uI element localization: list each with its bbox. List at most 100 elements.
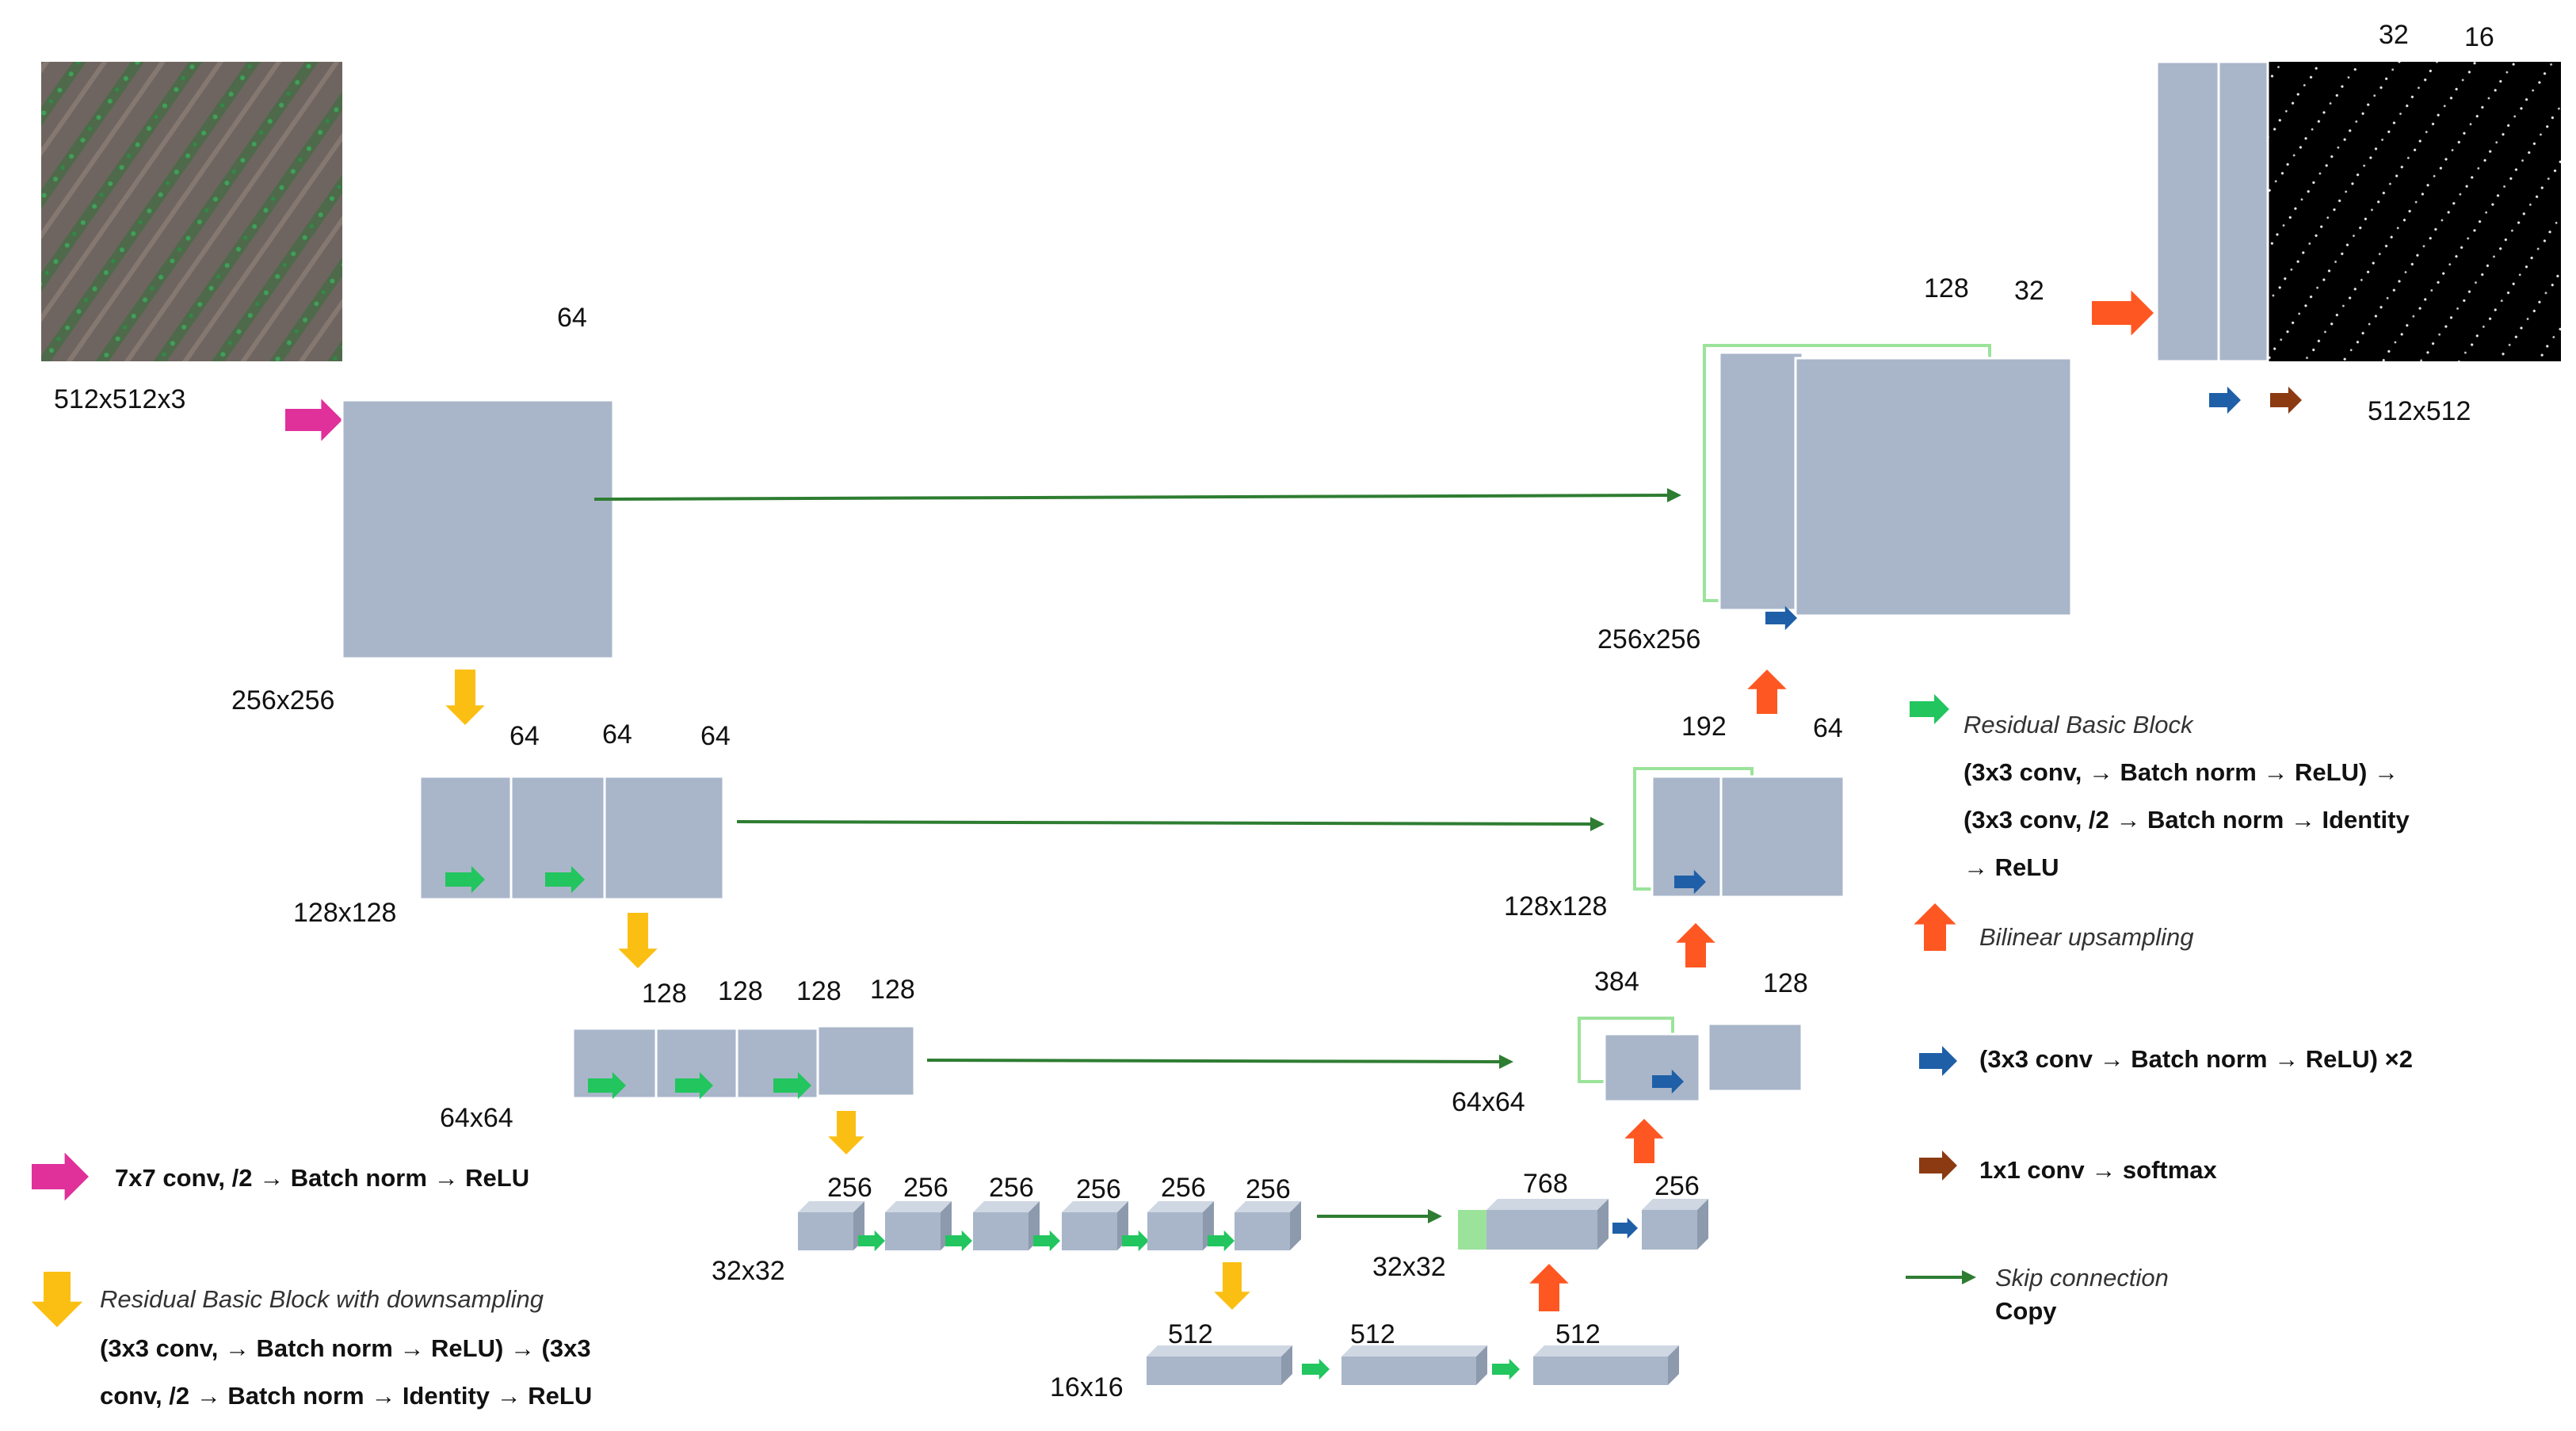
stage2-channel-label: 128: [870, 975, 915, 1005]
skip-connection-128-head: [1590, 817, 1605, 831]
stage3-block-top: [885, 1201, 952, 1212]
dec32-out-block-side: [1697, 1199, 1708, 1250]
stage3-block: [1147, 1212, 1203, 1250]
dec128-out-label: 64: [1813, 713, 1843, 743]
dec32-concat-label: 768: [1523, 1169, 1568, 1199]
stage2-channel-label: 128: [642, 979, 687, 1009]
legend-residual-arrow: [1910, 694, 1949, 724]
residual-arrow: [1208, 1230, 1235, 1252]
final-c2-label: 16: [2464, 22, 2494, 52]
final-c1-label: 32: [2379, 20, 2409, 50]
residual-arrow: [1302, 1358, 1330, 1380]
final-block: [2155, 60, 2220, 363]
stage3-channel-label: 256: [827, 1173, 872, 1203]
dec64-out-label: 128: [1763, 968, 1808, 998]
dec128-concat-label: 192: [1681, 712, 1727, 742]
dec64-block: [1603, 1032, 1701, 1103]
stage3-block-top: [798, 1201, 864, 1212]
legend-residual-line: (3x3 conv, → Batch norm → ReLU) →: [1963, 758, 2399, 786]
legend-downsample-arrow: [31, 1272, 83, 1327]
residual-arrow: [588, 1071, 626, 1100]
conv-bn-relu-arrow: [1674, 869, 1706, 895]
residual-arrow: [858, 1230, 885, 1252]
stage3-block: [973, 1212, 1028, 1250]
legend-residual-line: (3x3 conv, /2 → Batch norm → Identity: [1963, 806, 2410, 834]
skip-connection-256-head: [1667, 488, 1681, 502]
skip-connection-256: [593, 494, 1671, 501]
legend-stem-text: 7x7 conv, /2 → Batch norm → ReLU: [115, 1164, 529, 1192]
dec64-concat-label: 384: [1594, 967, 1639, 997]
stage3-block: [885, 1212, 941, 1250]
stage2-channel-label: 128: [796, 976, 841, 1006]
stage1-channel-label: 64: [509, 721, 540, 751]
upsample-arrow: [1676, 923, 1715, 967]
legend-conv-bn-relu-text: (3x3 conv → Batch norm → ReLU) ×2: [1979, 1045, 2413, 1073]
stage4-dim-label: 16x16: [1050, 1372, 1124, 1402]
skip-connection-128: [736, 820, 1594, 826]
upsample-arrow: [2092, 290, 2154, 336]
stage1-channel-label: 64: [700, 721, 731, 751]
stem-feature-block: [341, 399, 615, 660]
stage4-block: [1341, 1357, 1476, 1385]
stage4-channel-label: 512: [1168, 1319, 1213, 1349]
conv1x1-arrow: [2270, 386, 2302, 414]
stage4-block: [1533, 1357, 1668, 1385]
stage1-block: [603, 775, 725, 901]
dec32-out-block: [1642, 1210, 1697, 1250]
legend-stem-arrow: [32, 1152, 89, 1201]
stage4-block-side: [1281, 1345, 1292, 1385]
dec256-out-block: [1794, 357, 2073, 617]
dec256-dim-label: 256x256: [1597, 624, 1700, 654]
dec64-dim-label: 64x64: [1452, 1087, 1525, 1117]
skip-connection-64: [926, 1059, 1503, 1063]
legend-conv1x1-text: 1x1 conv → softmax: [1979, 1156, 2218, 1184]
stage2-block: [816, 1025, 916, 1097]
legend-upsample-text: Bilinear upsampling: [1979, 923, 2194, 951]
residual-arrow: [945, 1230, 972, 1252]
stage3-block: [1062, 1212, 1117, 1250]
stage4-block-top: [1147, 1345, 1292, 1357]
upsample-arrow: [1529, 1264, 1569, 1311]
downsample-arrow: [445, 670, 485, 725]
dec32-block-side: [1597, 1199, 1609, 1250]
dec32-dim-label: 32x32: [1372, 1252, 1446, 1282]
conv-bn-relu-arrow: [1765, 605, 1797, 631]
legend-conv-bn-relu-arrow: [1919, 1046, 1957, 1076]
residual-arrow: [675, 1071, 713, 1100]
dec32-out-label: 256: [1654, 1171, 1700, 1201]
legend-downsample-line: conv, /2 → Batch norm → Identity → ReLU: [100, 1382, 592, 1410]
dec32-out-block-top: [1642, 1199, 1708, 1210]
stem-arrow: [285, 399, 342, 441]
stage3-block-side: [1290, 1201, 1301, 1250]
legend-downsample-line: (3x3 conv, → Batch norm → ReLU) → (3x3: [100, 1334, 591, 1362]
residual-arrow: [1492, 1358, 1520, 1380]
stage4-block-top: [1341, 1345, 1487, 1357]
stage3-block-top: [1147, 1201, 1214, 1212]
input-aerial-image: [41, 62, 342, 361]
stage3-block-top: [1062, 1201, 1128, 1212]
legend-residual-title: Residual Basic Block: [1963, 711, 2194, 738]
stage3-block: [1235, 1212, 1290, 1250]
stage3-block-top: [1235, 1201, 1301, 1212]
stage3-block-top: [973, 1201, 1040, 1212]
stage3-channel-label: 256: [1076, 1174, 1121, 1204]
residual-arrow: [445, 865, 485, 894]
dec32-concat-block: [1458, 1210, 1486, 1250]
stage1-dim-label: 128x128: [293, 898, 396, 928]
stage4-block-top: [1533, 1345, 1679, 1357]
dec128-dim-label: 128x128: [1504, 891, 1607, 922]
input-dim-label: 512x512x3: [54, 384, 185, 414]
dec128-out-block: [1719, 775, 1845, 899]
stage4-block-side: [1476, 1345, 1487, 1385]
residual-arrow: [1033, 1230, 1060, 1252]
stage3-block: [798, 1212, 853, 1250]
dec32-block: [1486, 1210, 1597, 1250]
diagram-shapes: [31, 60, 2302, 1385]
dec256-out-label: 32: [2014, 276, 2044, 306]
residual-arrow: [545, 865, 585, 894]
stage3-channel-label: 256: [989, 1173, 1034, 1203]
conv-bn-relu-arrow: [1652, 1069, 1684, 1094]
legend-skip-sub: Copy: [1995, 1297, 2057, 1325]
stem-channels-label: 64: [557, 303, 587, 333]
